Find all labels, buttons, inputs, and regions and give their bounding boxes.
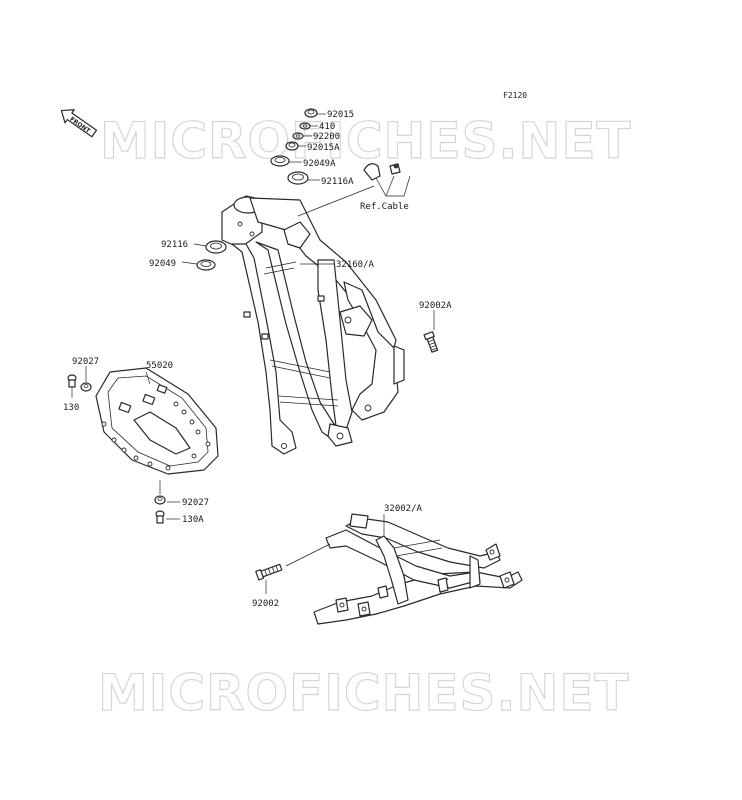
ring-92200-icon [292,132,304,140]
bolt-130-icon [67,374,77,388]
seal-92049-icon [196,259,216,271]
nut-92015a-icon [285,141,299,151]
bolt-130a-icon [155,510,165,524]
cable-clamp-icon [363,163,401,181]
bolt-92002a-icon [423,331,439,353]
ref-cable-label: Ref.Cable [360,202,409,212]
steering-stack [196,108,318,271]
figure-code: F2120 [503,91,527,100]
label-92116a: 92116A [321,177,354,187]
label-410: 410 [319,122,335,132]
main-frame [221,195,405,455]
label-92049a: 92049A [303,159,336,169]
label-92049: 92049 [149,259,176,269]
label-92027-bottom: 92027 [182,498,209,508]
label-130: 130 [63,403,79,413]
label-55020: 55020 [146,361,173,371]
label-32002a: 32002/A [384,504,423,514]
skid-plate [95,367,219,475]
nut-92015-icon [304,108,318,118]
watermark-bottom: MICROFICHES.NET [98,664,630,722]
label-92002: 92002 [252,599,279,609]
label-92015a: 92015A [307,143,340,153]
front-arrow-icon: FRONT [60,109,98,138]
bearing-92116-icon [205,240,227,254]
washer-410-icon [299,122,311,130]
label-92116: 92116 [161,240,188,250]
label-92002a: 92002A [419,301,452,311]
label-92200: 92200 [313,132,340,142]
rear-subframe [313,513,523,625]
bolt-92002-icon [255,563,283,581]
label-130a: 130A [182,515,204,525]
label-92015: 92015 [327,110,354,120]
bearing-92116a-icon [287,171,309,185]
label-32160a: 32160/A [336,260,375,270]
collar-92027-top-icon [80,382,92,392]
seal-92049a-icon [270,155,290,167]
watermark-top: MICROFICHES.NET [100,112,632,170]
label-92027-top: 92027 [72,357,99,367]
collar-92027-bottom-icon [154,495,166,505]
